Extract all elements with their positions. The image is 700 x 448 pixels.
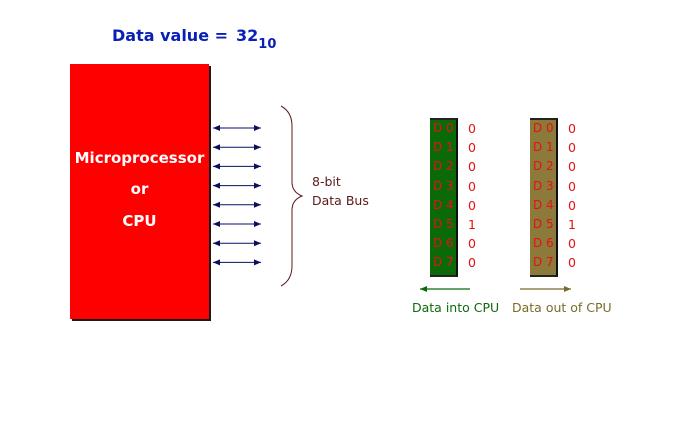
bit-name-out-1: D 1 — [533, 140, 554, 155]
bit-name-out-6: D 6 — [533, 236, 554, 251]
bit-name-out-5: D 5 — [533, 217, 554, 231]
bit-name-in-6: D 6 — [433, 236, 454, 251]
bit-name-out-4: D 4 — [533, 197, 554, 212]
bit-value-in-0: 0 — [468, 121, 476, 136]
data-bus-label-line2: Data Bus — [312, 193, 369, 208]
bit-value-in-7: 0 — [468, 255, 476, 271]
register-data-into-cpu — [430, 118, 458, 277]
data-bus-label-line1: 8-bit — [312, 174, 341, 189]
bit-value-out-7: 0 — [568, 255, 576, 271]
data-out-of-cpu-caption: Data out of CPU — [512, 300, 612, 315]
bit-value-in-1: 0 — [468, 140, 476, 156]
bit-value-in-3: 0 — [468, 178, 476, 194]
bit-name-in-0: D 0 — [433, 121, 454, 135]
title-value: 32 — [236, 26, 259, 45]
bit-value-in-2: 0 — [468, 159, 476, 175]
cpu-label-line1: Microprocessor — [74, 149, 205, 167]
bus-lines — [213, 125, 261, 266]
cpu-block: Microprocessor or CPU — [70, 64, 209, 319]
bit-name-in-3: D 3 — [433, 178, 454, 193]
data-bus-label: 8-bit Data Bus — [312, 172, 369, 210]
bit-name-out-2: D 2 — [533, 159, 554, 174]
bit-value-out-3: 0 — [568, 178, 576, 194]
cpu-label-line3: CPU — [122, 212, 157, 230]
title-base: 10 — [258, 37, 277, 52]
bit-value-in-4: 0 — [468, 197, 476, 213]
data-value-title: Data value = 3210 — [112, 26, 276, 52]
bit-name-out-0: D 0 — [533, 121, 554, 135]
bit-value-out-5: 1 — [568, 217, 576, 232]
bit-name-in-7: D 7 — [433, 255, 454, 270]
bit-value-in-5: 1 — [468, 217, 476, 232]
bit-value-out-0: 0 — [568, 121, 576, 136]
bit-name-in-2: D 2 — [433, 159, 454, 174]
bit-name-in-4: D 4 — [433, 197, 454, 212]
bit-name-in-5: D 5 — [433, 217, 454, 231]
title-label: Data value = — [112, 26, 229, 45]
bit-value-out-6: 0 — [568, 236, 576, 252]
data-into-cpu-caption: Data into CPU — [412, 300, 500, 315]
bit-name-out-3: D 3 — [533, 178, 554, 193]
register-data-out-of-cpu — [530, 118, 558, 277]
bit-value-out-1: 0 — [568, 140, 576, 156]
bit-value-out-2: 0 — [568, 159, 576, 175]
bit-name-in-1: D 1 — [433, 140, 454, 155]
cpu-label-line2: or — [130, 180, 149, 198]
bus-brace — [280, 105, 304, 287]
bit-value-out-4: 0 — [568, 197, 576, 213]
bit-name-out-7: D 7 — [533, 255, 554, 270]
bit-value-in-6: 0 — [468, 236, 476, 252]
